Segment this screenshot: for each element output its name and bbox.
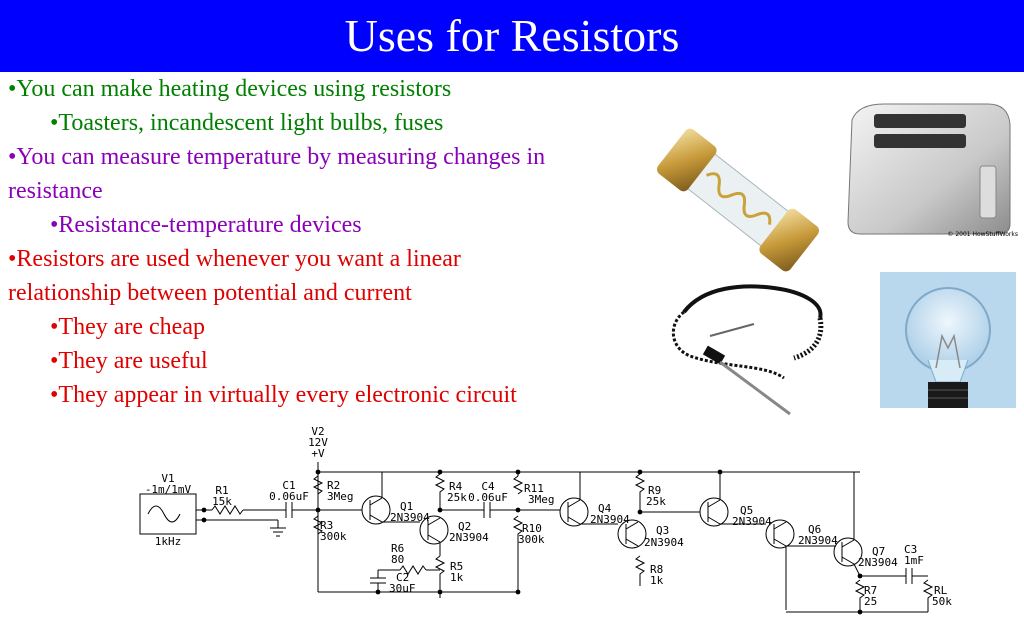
slide-title: Uses for Resistors [344, 10, 680, 61]
q6-value: 2N3904 [798, 534, 838, 547]
v2-label: V2 [311, 425, 324, 438]
r4-value: 25k [447, 491, 467, 504]
c2-value: 30uF [389, 582, 416, 595]
bullet-cheap: •They are cheap [50, 314, 205, 340]
q3-label: Q3 [656, 524, 669, 537]
rl-value: 50k [932, 595, 952, 608]
r5-label: R5 [450, 560, 463, 573]
v1-frequency: 1kHz [155, 535, 182, 548]
q4-value: 2N3904 [590, 513, 630, 526]
r4-label: R4 [449, 480, 463, 493]
q3-value: 2N3904 [644, 536, 684, 549]
v1-label: V1 [161, 472, 174, 485]
r2-value: 3Meg [327, 490, 354, 503]
r11-value: 3Meg [528, 493, 555, 506]
r9-value: 25k [646, 495, 666, 508]
r5-value: 1k [450, 571, 464, 584]
r1-value: 15k [212, 495, 232, 508]
r6-label: R6 [391, 542, 404, 555]
toaster-credit: © 2001 HowStuffWorks [947, 231, 1018, 238]
q1-label: Q1 [400, 500, 413, 513]
bullet-linear: •Resistors are used whenever you want a … [8, 246, 461, 272]
c1-value: 0.06uF [269, 490, 309, 503]
q5-value: 2N3904 [732, 515, 772, 528]
q1-value: 2N3904 [390, 511, 430, 524]
r9-label: R9 [648, 484, 661, 497]
r2-label: R2 [327, 479, 340, 492]
r8-value: 1k [650, 574, 664, 587]
probe-image [671, 284, 824, 416]
q2-label: Q2 [458, 520, 471, 533]
r11-label: R11 [524, 482, 544, 495]
c3-label: C3 [904, 543, 917, 556]
r8-label: R8 [650, 563, 663, 576]
r6-value: 80 [391, 553, 404, 566]
title-bar [0, 0, 1024, 72]
bullet-list: •You can make heating devices using resi… [8, 72, 658, 412]
c2-label: C2 [396, 571, 409, 584]
r10-label: R10 [522, 522, 542, 535]
c3-value: 1mF [904, 554, 924, 567]
v2-node: +V [311, 447, 325, 460]
r7-value: 25 [864, 595, 877, 608]
c4-value: 0.06uF [468, 491, 508, 504]
q6-label: Q6 [808, 523, 821, 536]
bullet-toasters: •Toasters, incandescent light bulbs, fus… [50, 110, 444, 136]
bullet-rtd: •Resistance-temperature devices [50, 212, 362, 238]
q7-value: 2N3904 [858, 556, 898, 569]
c4-label: C4 [481, 480, 495, 493]
r3-label: R3 [320, 519, 333, 532]
bullet-temperature: •You can measure temperature by measurin… [8, 144, 546, 170]
c1-label: C1 [282, 479, 295, 492]
bullet-useful: •They are useful [50, 348, 208, 374]
fuse-image [656, 128, 820, 272]
bullet-every-circuit: •They appear in virtually every electron… [50, 382, 517, 408]
v1-value: -1m/1mV [145, 483, 192, 496]
q7-label: Q7 [872, 545, 885, 558]
r10-value: 300k [518, 533, 545, 546]
bullet-linear-cont: relationship between potential and curre… [8, 280, 412, 306]
light-bulb-image [880, 272, 1016, 408]
rl-label: RL [934, 584, 948, 597]
r3-value: 300k [320, 530, 347, 543]
r1-label: R1 [215, 484, 228, 497]
v2-value: 12V [308, 436, 328, 449]
q5-label: Q5 [740, 504, 753, 517]
q2-value: 2N3904 [449, 531, 489, 544]
q4-label: Q4 [598, 502, 612, 515]
bullet-heating: •You can make heating devices using resi… [8, 76, 452, 102]
r7-label: R7 [864, 584, 877, 597]
toaster-image: © 2001 HowStuffWorks [847, 103, 1018, 238]
bullet-temperature-cont: resistance [8, 178, 103, 204]
